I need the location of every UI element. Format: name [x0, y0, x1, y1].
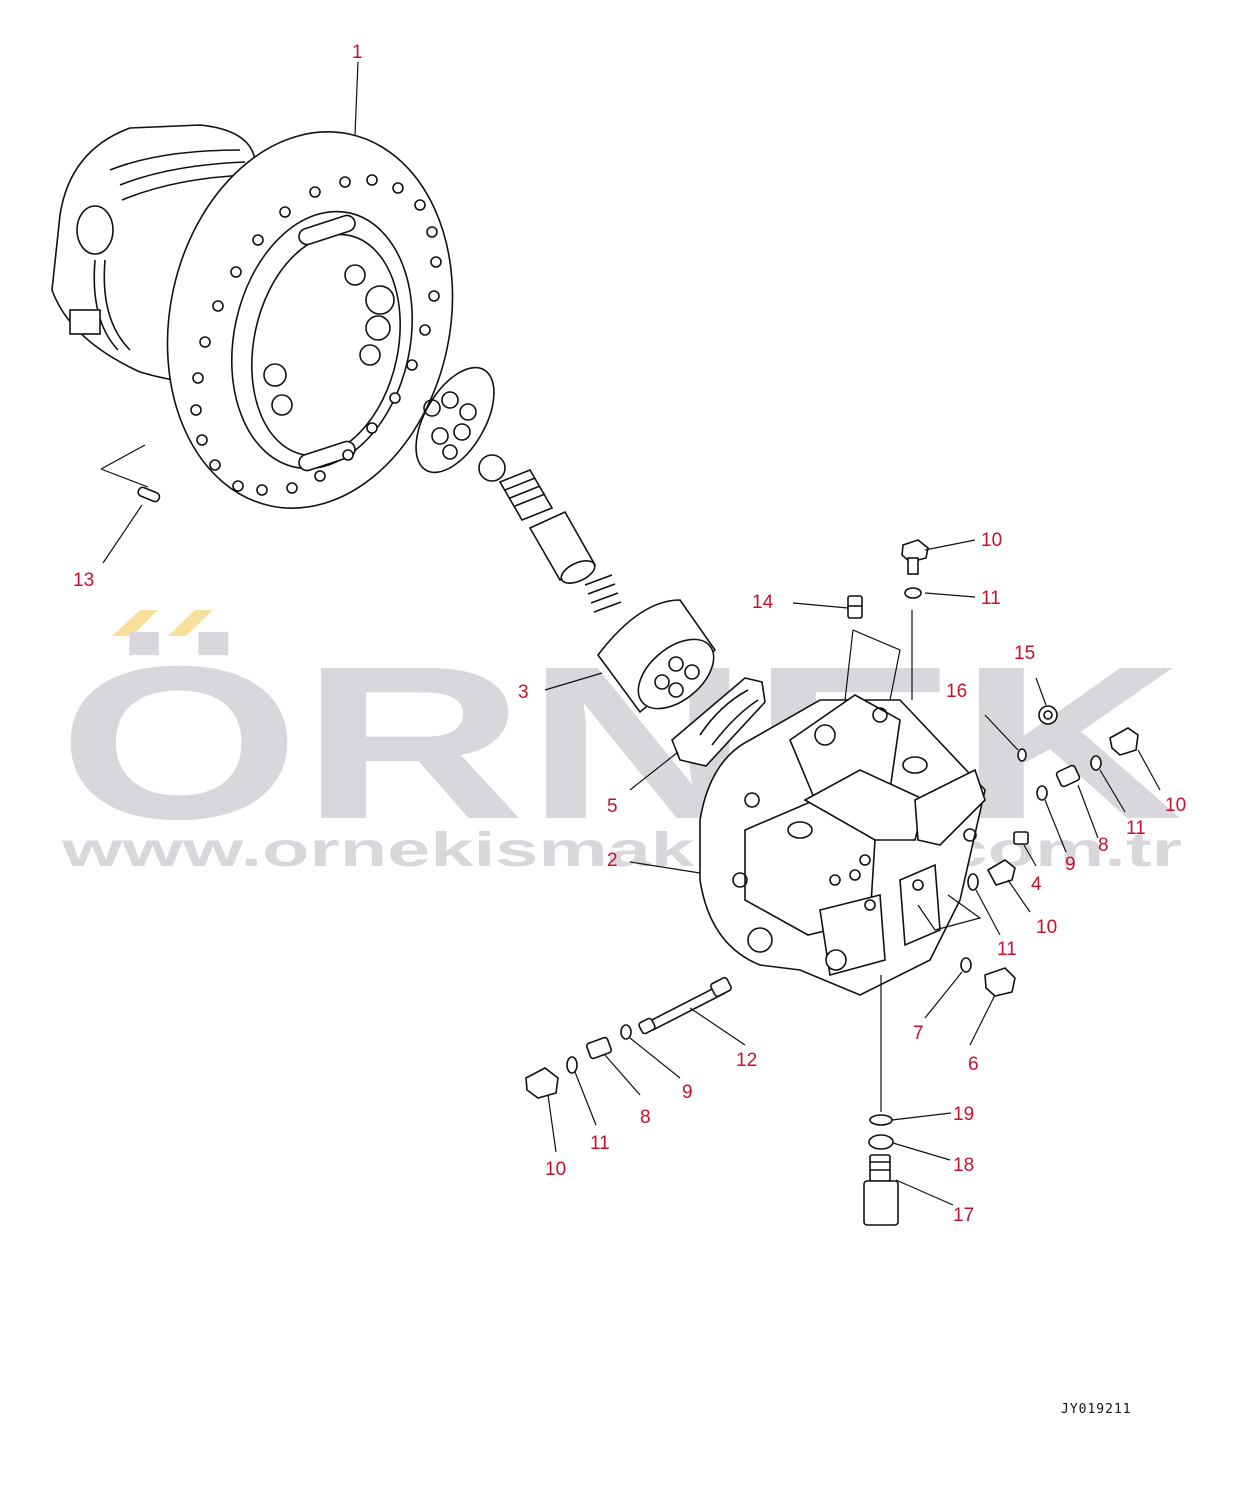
- callout-6: 6: [968, 1054, 979, 1075]
- callouts: 1 2 3 4 5 6 7 8 8 9 9 10 10 10 10 11 11 …: [73, 42, 1186, 1226]
- part-11-oring-left[interactable]: [566, 1056, 578, 1074]
- part-10-plug-top[interactable]: [901, 539, 929, 575]
- part-16-oring[interactable]: [1017, 748, 1027, 762]
- part-10-plug-mid[interactable]: [986, 859, 1016, 886]
- callout-8-left: 8: [640, 1107, 651, 1128]
- part-2-motor-case[interactable]: [699, 694, 986, 996]
- part-13-pin[interactable]: [137, 486, 161, 503]
- callout-17: 17: [953, 1205, 974, 1226]
- part-17-valve[interactable]: [863, 1154, 899, 1226]
- callout-1: 1: [352, 42, 363, 63]
- watermark-accent-left: [112, 610, 158, 636]
- callout-3: 3: [518, 682, 529, 703]
- watermark-accent-right: [168, 610, 213, 636]
- part-10-plug-right[interactable]: [1109, 727, 1139, 756]
- callout-9-left: 9: [682, 1082, 693, 1103]
- part-5-valve-plate[interactable]: [671, 677, 766, 767]
- hub-inner-bores: [263, 264, 395, 416]
- callout-10-top: 10: [981, 530, 1002, 551]
- callout-4: 4: [1031, 874, 1042, 895]
- callout-18: 18: [953, 1155, 974, 1176]
- part-10-plug-left[interactable]: [525, 1067, 559, 1099]
- callout-11-top: 11: [981, 588, 1001, 609]
- callout-11-mid: 11: [997, 939, 1017, 960]
- callout-10-mid: 10: [1036, 917, 1057, 938]
- piston-assembly[interactable]: [400, 355, 622, 613]
- part-11-oring-top[interactable]: [904, 587, 922, 599]
- part-9-washer-left[interactable]: [620, 1024, 632, 1040]
- callout-2: 2: [607, 850, 618, 871]
- part-11-oring-right[interactable]: [1090, 755, 1102, 771]
- callout-16: 16: [946, 681, 967, 702]
- callout-14: 14: [752, 592, 774, 613]
- part-1-hub[interactable]: [51, 105, 486, 535]
- part-3-cylinder-block[interactable]: [596, 599, 726, 722]
- callout-11-right: 11: [1126, 818, 1146, 839]
- callout-11-left: 11: [590, 1133, 610, 1154]
- callout-8-right: 8: [1098, 835, 1109, 856]
- callout-15: 15: [1014, 643, 1035, 664]
- leader-lines: [100, 61, 1161, 1206]
- callout-9-right: 9: [1065, 854, 1076, 875]
- part-12-spool[interactable]: [638, 976, 732, 1035]
- callout-19: 19: [953, 1104, 974, 1125]
- callout-12: 12: [736, 1050, 757, 1071]
- part-8-spring-right[interactable]: [1055, 764, 1081, 788]
- part-19-oring[interactable]: [869, 1114, 893, 1126]
- callout-10-right: 10: [1165, 795, 1186, 816]
- part-7-oring[interactable]: [960, 957, 972, 973]
- drawing-id: JY019211: [1061, 1402, 1132, 1417]
- callout-13: 13: [73, 570, 94, 591]
- callout-5: 5: [607, 796, 618, 817]
- part-15-plug[interactable]: [1038, 705, 1058, 725]
- callout-7: 7: [913, 1023, 924, 1044]
- part-18-ring[interactable]: [868, 1134, 894, 1150]
- hub-bolt-holes: [190, 174, 442, 496]
- callout-10-left: 10: [545, 1159, 566, 1180]
- part-8-spring-left[interactable]: [585, 1036, 613, 1060]
- part-11-oring-mid[interactable]: [967, 873, 979, 891]
- part-14-plug[interactable]: [847, 595, 863, 619]
- part-4-plug[interactable]: [1013, 831, 1029, 845]
- part-6-plug[interactable]: [984, 967, 1016, 997]
- part-9-washer-right[interactable]: [1036, 785, 1048, 801]
